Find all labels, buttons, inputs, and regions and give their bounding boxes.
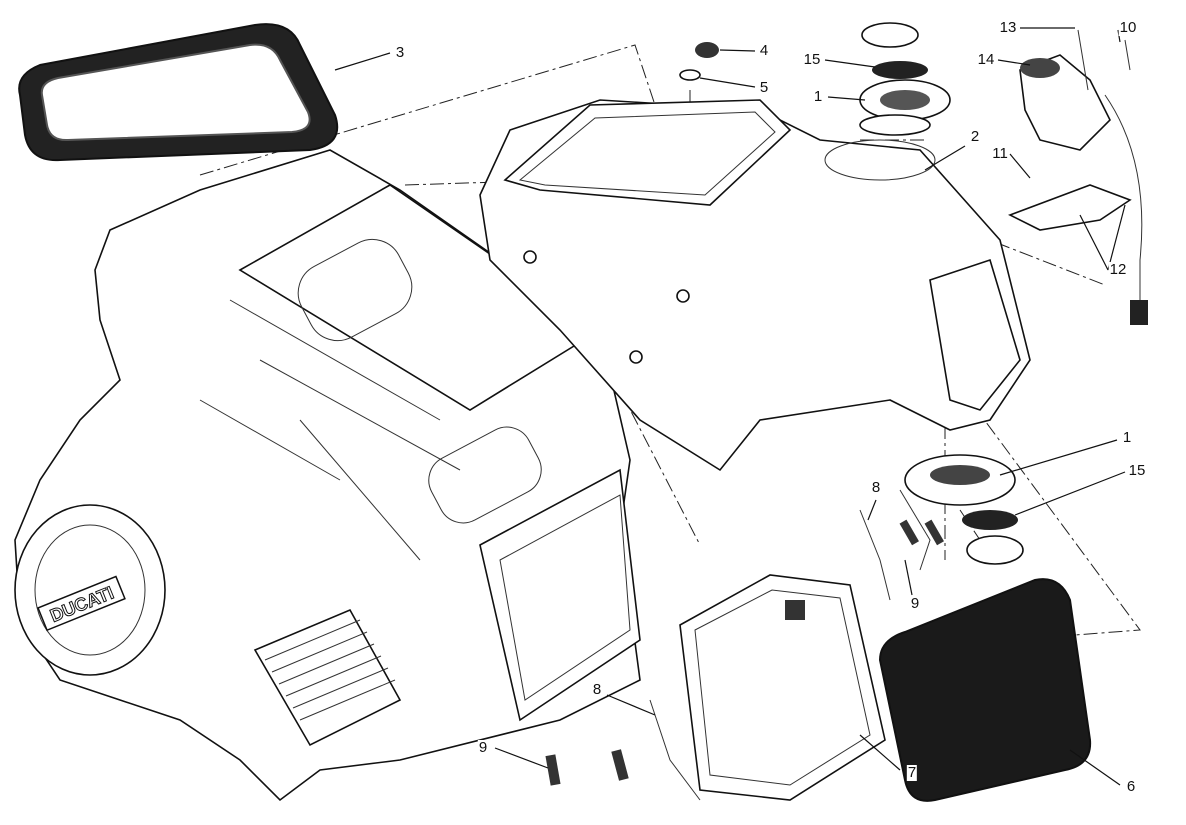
- callout-label: 7: [906, 764, 918, 781]
- small-parts-top: [679, 22, 1148, 325]
- callout-label: 12: [1108, 261, 1128, 278]
- leader-lines: [334, 27, 1126, 786]
- small-parts-right: [904, 454, 1024, 565]
- part-7-filter-frame: [679, 574, 886, 801]
- part-2-airbox: [479, 99, 1031, 472]
- callout-label: 1: [812, 88, 824, 105]
- callout-label: 15: [802, 51, 822, 68]
- part-3-airbox-gasket: [18, 23, 339, 162]
- callout-label: 6: [1125, 778, 1137, 795]
- callout-label: 11: [991, 145, 1009, 162]
- clips-and-springs: [545, 489, 944, 801]
- callout-label: 5: [758, 79, 770, 96]
- callout-label: 14: [976, 51, 996, 68]
- callout-label: 15: [1127, 462, 1147, 479]
- callout-label: 8: [870, 479, 882, 496]
- callout-label: 9: [477, 739, 489, 756]
- callout-label: 10: [1118, 19, 1138, 36]
- callout-label: 2: [969, 128, 981, 145]
- callout-label: 4: [758, 42, 770, 59]
- callout-label: 8: [591, 681, 603, 698]
- engine-block: DUCATI: [14, 149, 641, 802]
- part-6-air-filter: [878, 578, 1092, 802]
- callout-label: 1: [1121, 429, 1133, 446]
- callout-label: 9: [909, 595, 921, 612]
- callout-label: 13: [998, 19, 1018, 36]
- callout-label: 3: [394, 44, 406, 61]
